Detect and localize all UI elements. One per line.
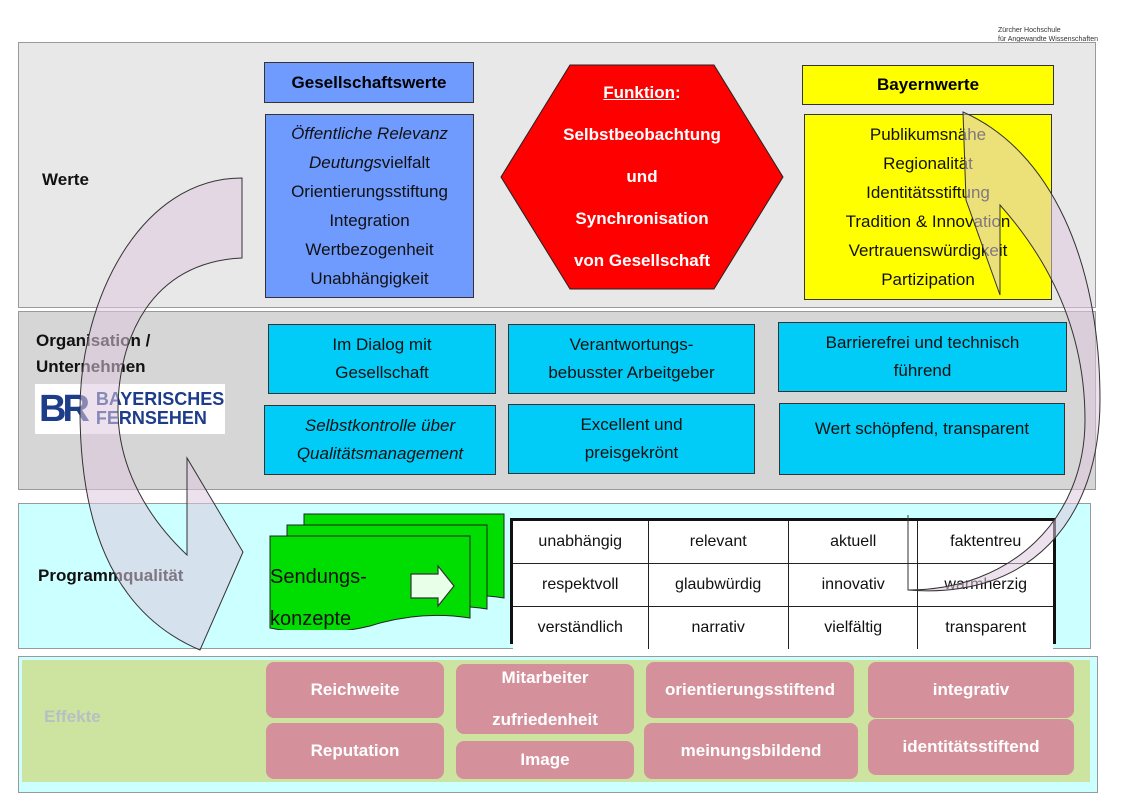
gesellschaft-values: Öffentliche Relevanz Deutungsvielfalt Or… — [265, 114, 474, 298]
funktion-heading: Funktion: — [603, 83, 681, 102]
bayern-item-1: Publikumsnähe — [869, 125, 987, 144]
effekt-mitarbeiter-line2: zufriedenheit — [492, 710, 598, 729]
quality-cell: glaubwürdig — [648, 563, 789, 607]
gesellschaft-title: Gesellschaftswerte — [264, 62, 474, 103]
org-verantwortung-line1: Verantwortungs- — [569, 335, 694, 354]
bayern-item-2: Regionalität — [883, 154, 973, 173]
label-programm: Programmqualität — [38, 566, 184, 585]
effekt-integrativ: integrativ — [868, 662, 1074, 718]
org-dialog-line2: Gesellschaft — [335, 363, 429, 382]
bayern-item-4: Tradition & Innovation — [845, 212, 1011, 231]
funktion-line-4: von Gesellschaft — [573, 251, 711, 270]
org-wert: Wert schöpfend, transparent — [779, 403, 1065, 475]
zhaw-logo: Zürcher Hochschule für Angewandte Wissen… — [998, 26, 1108, 44]
effekt-image: Image — [456, 741, 634, 779]
org-selbstkontrolle: Selbstkontrolle über Qualitätsmanagement — [264, 405, 496, 475]
quality-cell: verständlich — [513, 606, 649, 649]
sendungen-label: Sendungs- konzepte — [270, 556, 367, 640]
funktion-line-2: und — [626, 167, 658, 186]
effekt-reputation: Reputation — [266, 723, 444, 779]
bayern-item-5: Vertrauenswürdigkeit — [848, 241, 1008, 260]
quality-row: verständlich narrativ vielfältig transpa… — [513, 606, 1053, 649]
zhaw-line-2: für Angewandte Wissenschaften — [998, 36, 1099, 43]
br-logo: BR BAYERISCHES FERNSEHEN — [35, 384, 225, 434]
org-excellent-line2: preisgekrönt — [584, 443, 679, 462]
gesellschaft-item-unabhaengig: Unabhängigkeit — [310, 269, 429, 288]
gesellschaft-item-deutung: Deutungsvielfalt — [309, 153, 430, 172]
sendungen-arrow-icon — [410, 564, 455, 608]
org-barrierefrei-line1: Barrierefrei und technisch — [825, 333, 1020, 352]
quality-cell: narrativ — [648, 606, 789, 649]
gesellschaft-item-orientierung: Orientierungsstiftung — [291, 182, 448, 201]
quality-row: unabhängig relevant aktuell faktentreu — [513, 521, 1053, 564]
funktion-line-1: Selbstbeobachtung — [563, 125, 721, 144]
effekt-meinung: meinungsbildend — [644, 723, 858, 779]
bayern-item-3: Identitätsstiftung — [866, 183, 990, 202]
org-barrierefrei-line2: führend — [893, 361, 952, 380]
effekt-orientierung: orientierungsstiftend — [646, 662, 854, 718]
label-werte: Werte — [42, 170, 89, 189]
org-wert-line1: Wert schöpfend, transparent — [814, 419, 1030, 438]
gesellschaft-item-wertbezug: Wertbezogenheit — [305, 240, 434, 259]
bayern-values: Publikumsnähe Regionalität Identitätssti… — [804, 114, 1052, 300]
quality-table: unabhängig relevant aktuell faktentreu r… — [513, 521, 1053, 649]
quality-cell: innovativ — [788, 563, 919, 607]
org-dialog-line1: Im Dialog mit — [332, 335, 432, 354]
gesellschaft-item-relevanz: Öffentliche Relevanz — [291, 124, 448, 143]
org-dialog: Im Dialog mit Gesellschaft — [268, 324, 496, 394]
effekt-reichweite: Reichweite — [266, 662, 444, 718]
zhaw-line-1: Zürcher Hochschule — [998, 27, 1061, 34]
funktion-text: Funktion: Selbstbeobachtung und Synchron… — [500, 64, 784, 290]
funktion-line-3: Synchronisation — [575, 209, 709, 228]
quality-cell: unabhängig — [513, 521, 649, 564]
quality-cell: relevant — [648, 521, 789, 564]
quality-cell: aktuell — [788, 521, 919, 564]
org-selbstkontrolle-line1: Selbstkontrolle über — [304, 416, 456, 435]
funktion-hexagon — [500, 64, 784, 290]
org-verantwortung: Verantwortungs- bebusster Arbeitgeber — [508, 324, 755, 394]
quality-cell: warmherzig — [944, 576, 1028, 593]
label-organisation-line1: Organisation / — [36, 331, 151, 350]
br-logo-line2: FERNSEHEN — [95, 408, 207, 428]
quality-cell: faktentreu — [950, 533, 1022, 550]
org-barrierefrei: Barrierefrei und technisch führend — [778, 322, 1067, 392]
effekt-mitarbeiter: Mitarbeiter zufriedenheit — [456, 664, 634, 734]
gesellschaft-item-integration: Integration — [329, 211, 410, 230]
quality-grid: unabhängig relevant aktuell faktentreu r… — [510, 518, 1056, 649]
quality-row: respektvoll glaubwürdig innovativ warmhe… — [513, 563, 1053, 607]
org-excellent: Excellent und preisgekrönt — [508, 404, 755, 474]
sendungen-line1: Sendungs- — [270, 566, 367, 588]
br-logo-line1: BAYERISCHES — [95, 389, 225, 409]
quality-cell: respektvoll — [513, 563, 649, 607]
br-logo-mark: BR — [39, 387, 90, 430]
quality-cell: transparent — [945, 619, 1027, 636]
org-verantwortung-line2: bebusster Arbeitgeber — [548, 363, 715, 382]
sendungen-line2: konzepte — [270, 608, 352, 630]
org-selbstkontrolle-line2: Qualitätsmanagement — [296, 444, 464, 463]
label-effekte: Effekte — [44, 707, 101, 726]
effekt-identitaet: identitätsstiftend — [868, 719, 1074, 775]
quality-cell: vielfältig — [788, 606, 919, 649]
label-organisation-line2: Unternehmen — [36, 357, 146, 376]
sendungen-stack — [269, 513, 505, 630]
label-organisation: Organisation / Unternehmen — [36, 328, 150, 380]
org-excellent-line1: Excellent und — [580, 415, 683, 434]
bayern-item-6: Partizipation — [881, 270, 975, 289]
bayern-title: Bayernwerte — [802, 65, 1054, 105]
effekt-mitarbeiter-line1: Mitarbeiter — [501, 668, 589, 687]
